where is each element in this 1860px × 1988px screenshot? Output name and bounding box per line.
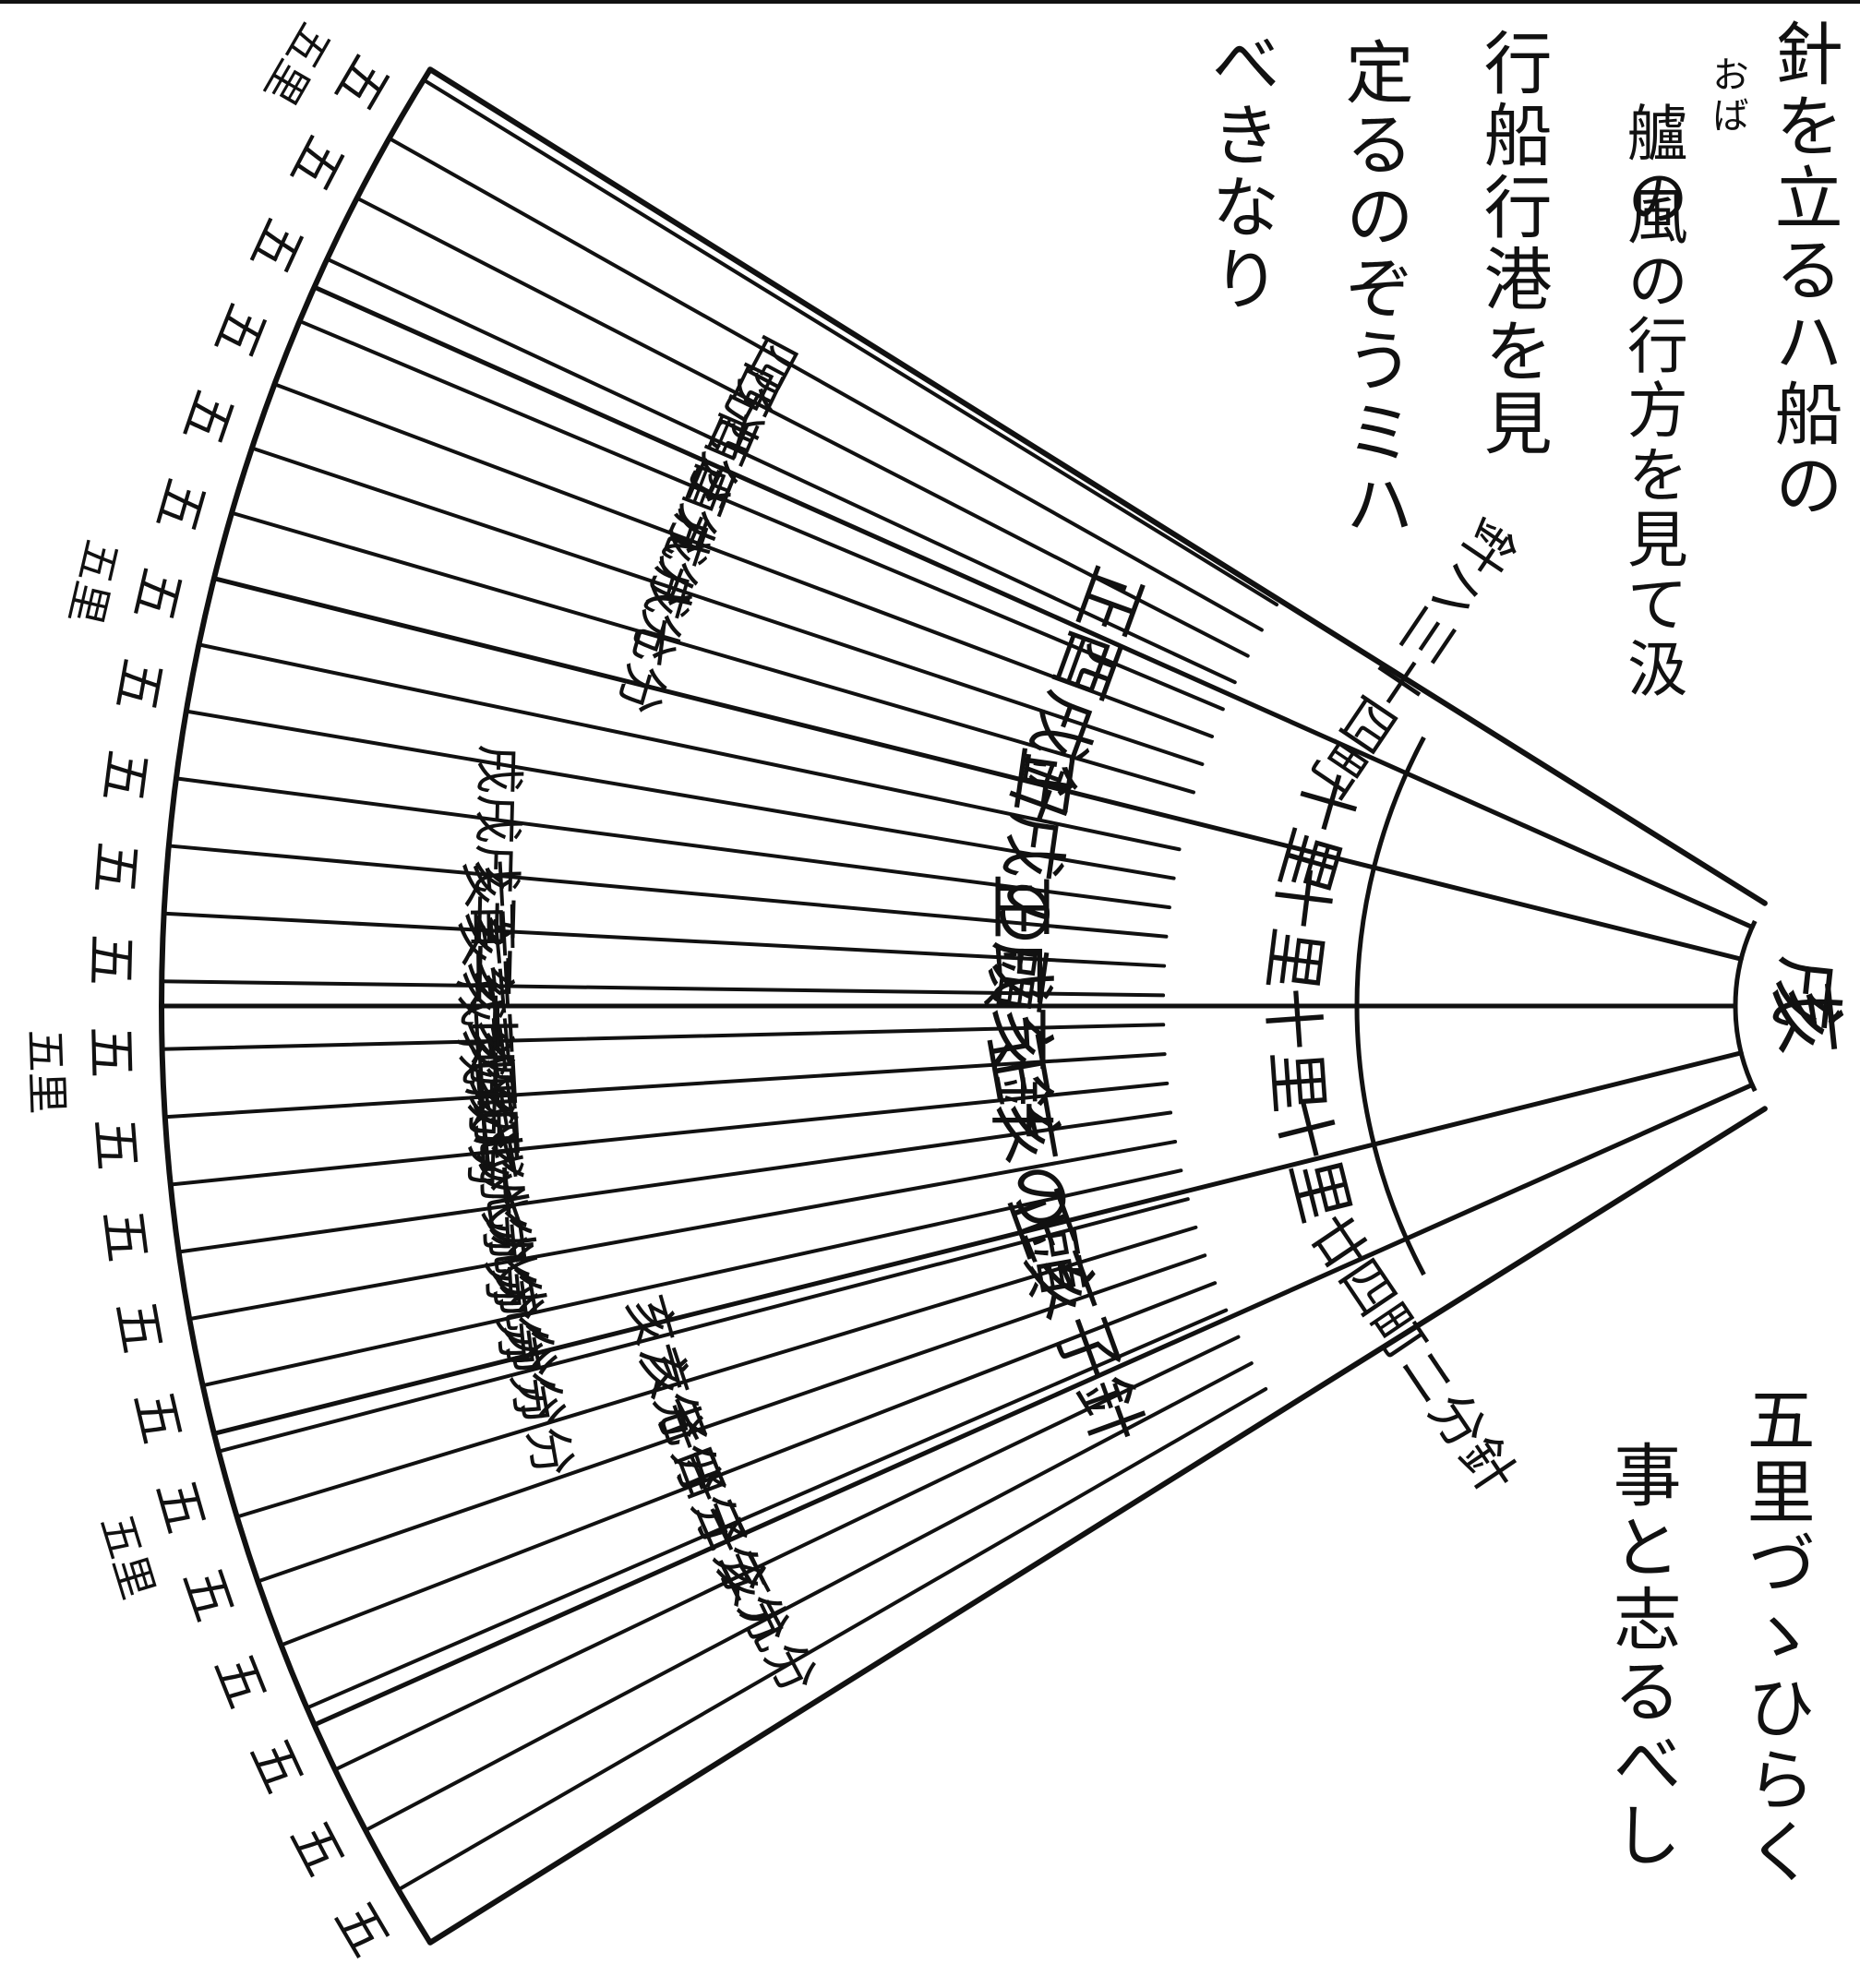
rim-mark: 五 [171,383,245,451]
rim-mark: 五 [122,1385,192,1449]
sector-title: 正戌亥針 [982,873,1060,1139]
rim-mark: 五 [122,563,192,627]
note-bottom-1: 五里づゝひらく [1735,1384,1816,1888]
graduation-line [200,1168,1183,1388]
graduation-line [396,1387,1268,1892]
graduation-line [197,642,1182,852]
graduation-line [162,911,1167,968]
rim-number: 五里 [91,1509,164,1605]
rim-mark: 五 [144,473,216,539]
rim-mark: 五 [91,1206,158,1265]
graduation-line [297,318,1225,712]
graduation-line [364,1361,1254,1833]
graduation-line [230,510,1195,795]
graduation-line [216,1197,1190,1454]
graduation-line [176,1110,1173,1254]
graduation-line [187,1139,1178,1322]
graduation-line [325,257,1237,685]
ring-label-ten-ri: 十里 [1254,986,1335,1116]
graduation-line [272,382,1215,738]
graduation-line [160,979,1166,998]
center-label: 亥 [1760,977,1854,1060]
rim-mark: 五 [79,933,140,987]
rim-mark: 五 [104,654,173,716]
note-line-4: 行船行港を見 [1472,28,1553,460]
graduation-line [168,1081,1170,1187]
top-border [0,0,1860,4]
sector-divider-line [312,284,1755,930]
graduation-line [162,1052,1167,1120]
graduation-line [354,196,1250,658]
rim-mark: 五 [144,1474,216,1540]
graduation-line [249,446,1205,767]
graduation-line [174,776,1171,910]
graduation-line [166,844,1169,939]
graduation-line [211,576,1188,823]
rim-mark: 五 [202,1646,277,1716]
note-line-5: 定るのぞうミハ [1334,37,1414,541]
graduation-line [234,1225,1198,1519]
rim-number: 五里 [255,15,341,114]
rim-mark: 五 [83,840,147,896]
rim-mark: 五 [171,1561,245,1629]
graduation-line [184,709,1176,880]
fan-lines [159,66,1768,1946]
note-line-1: 針を立るハ船の [1763,18,1843,522]
note-line-2: 艫の [1616,102,1688,231]
fan-boundary-line [426,1106,1768,1946]
rim-number: 五里 [60,535,127,629]
sector-divider-line [211,1050,1744,1436]
table-entry: 戌戌戌三二一分分分 [459,744,529,1193]
rim-mark: 五 [104,1297,173,1359]
rim-mark: 五 [323,45,401,120]
note-ruby: おば [1706,55,1748,137]
graduation-line [256,1253,1207,1584]
rim-mark: 五 [278,1812,355,1886]
fan-boundary-line [426,66,1768,906]
rim-mark: 五 [83,1116,147,1172]
sector-divider-line [312,1082,1755,1728]
note-line-3: 風の行方を見て汲 [1616,185,1688,701]
graduation-line [387,136,1264,632]
graduation-line [279,1281,1218,1647]
inner-arc [1733,919,1758,1093]
graduation-line [421,78,1279,607]
note-line-6: べきなり [1200,28,1280,316]
center-label: 戌 [1760,952,1854,1034]
rim-mark: 五 [278,126,355,200]
rim-mark: 五 [79,1025,140,1079]
table-entry: 百二十四分 [462,901,524,1151]
rim-mark: 五 [238,1730,314,1802]
ring-label-ten-ri: 十里 [1254,862,1341,996]
rim-mark: 五 [91,747,158,806]
graduation-line [305,1308,1229,1710]
rim-mark: 五 [323,1892,401,1967]
note-bottom-2: 事と志るべし [1602,1440,1682,1872]
rim-number: 五里 [20,1028,73,1115]
rim-mark: 五 [202,295,277,365]
rim-mark: 五 [238,210,314,282]
graduation-line [160,1023,1166,1051]
graduation-line [332,1335,1241,1772]
